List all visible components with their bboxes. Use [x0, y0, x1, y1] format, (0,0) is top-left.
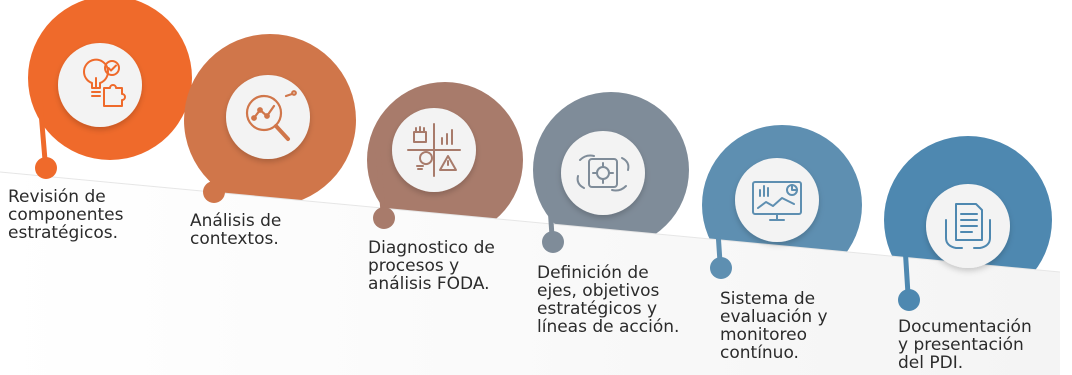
label-line: Revisión de [8, 187, 106, 207]
swot-quadrant-icon [392, 108, 476, 192]
pin-line-documentacion [901, 227, 911, 297]
label-line: componentes [8, 205, 124, 225]
pin-line-sistema [713, 199, 723, 265]
label-line: ejes, objetivos [537, 281, 660, 301]
label-line: y presentación [898, 335, 1024, 355]
label-line: Diagnostico de [368, 238, 495, 258]
hands-puzzle-target-icon [561, 131, 645, 215]
pin-dot-sistema [710, 257, 732, 279]
label-line: Definición de [537, 263, 649, 283]
label-line: monitoreo [720, 325, 808, 345]
label-line: Documentación [898, 317, 1032, 337]
band-edge [0, 171, 1061, 273]
pin-line-contextos [205, 121, 216, 189]
slanted-band [0, 172, 1060, 375]
label-line: análisis FODA. [368, 274, 490, 294]
label-line: del PDI. [898, 353, 964, 373]
label-line: evaluación y [720, 307, 828, 327]
pin-line-diagnostico [375, 147, 386, 215]
label-line: estratégicos. [8, 223, 119, 243]
step-label-contextos: Análisis de contextos. [190, 212, 281, 248]
label-line: líneas de acción. [537, 317, 680, 337]
pin-dot-documentacion [898, 289, 920, 311]
pin-dot-contextos [203, 181, 225, 203]
monitor-dashboard-icon [735, 158, 819, 242]
hands-document-icon [926, 184, 1010, 268]
label-line: procesos y [368, 256, 460, 276]
lightbulb-puzzle-check-icon [58, 43, 142, 127]
pin-dot-definicion [542, 231, 564, 253]
pin-line-revision [37, 97, 48, 163]
step-label-documentacion: Documentación y presentación del PDI. [898, 318, 1032, 372]
step-label-sistema: Sistema de evaluación y monitoreo contín… [720, 290, 828, 362]
step-label-diagnostico: Diagnostico de procesos y análisis FODA. [368, 239, 495, 293]
label-line: estratégicos y [537, 299, 658, 319]
label-line: Sistema de [720, 289, 816, 309]
step-label-revision: Revisión de componentes estratégicos. [8, 188, 124, 242]
step-label-definicion: Definición de ejes, objetivos estratégic… [537, 264, 679, 336]
pin-dot-diagnostico [373, 207, 395, 229]
label-line: contextos. [190, 229, 279, 249]
pin-dot-revision [35, 157, 57, 179]
magnifier-chart-icon [226, 75, 310, 159]
pin-line-definicion [545, 173, 555, 239]
label-line: Análisis de [190, 211, 282, 231]
label-line: contínuo. [720, 343, 799, 363]
